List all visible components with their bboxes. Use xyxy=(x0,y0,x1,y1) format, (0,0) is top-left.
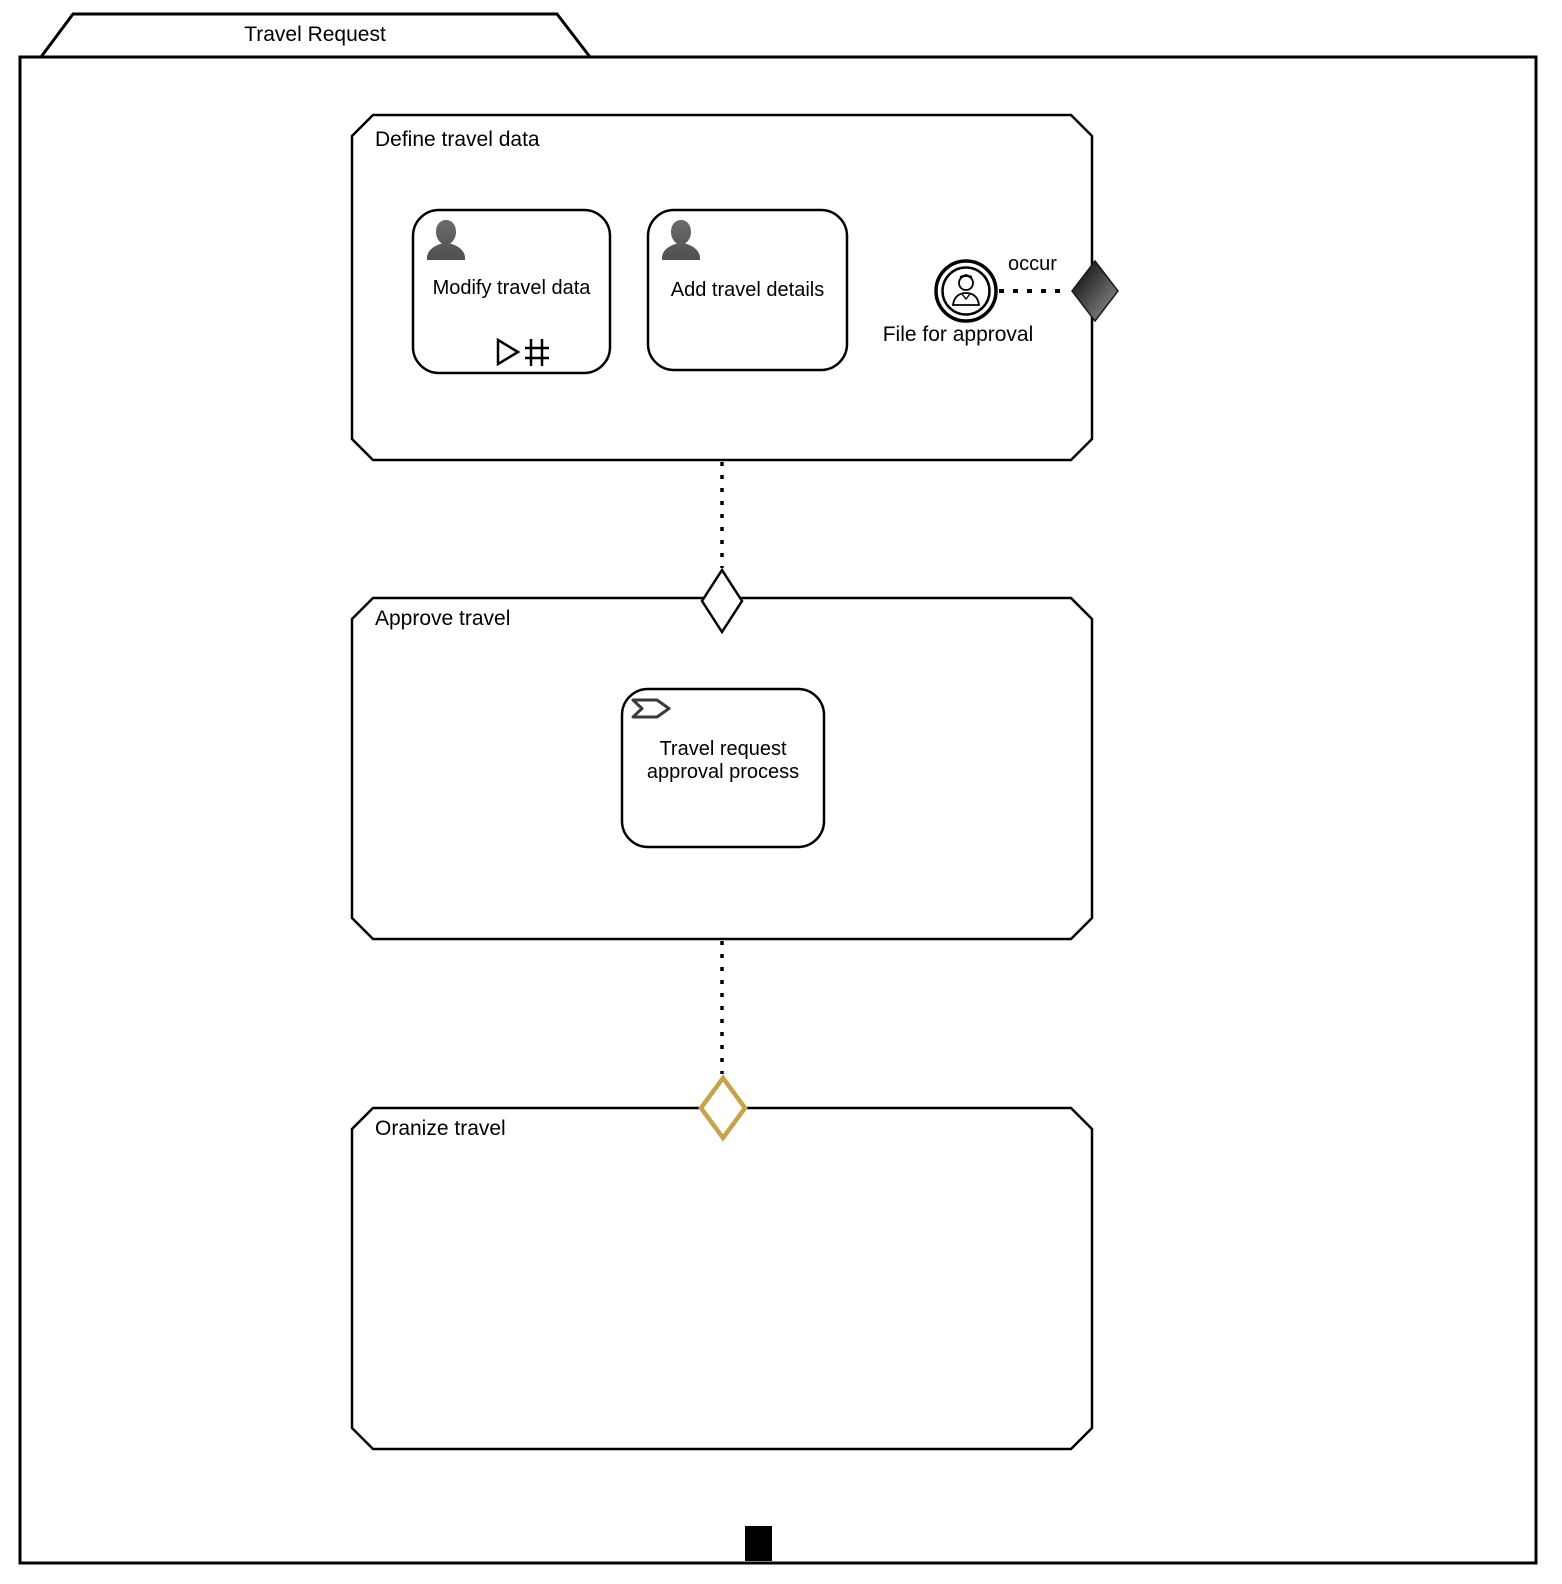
stage-label-approve-travel: Approve travel xyxy=(375,607,511,630)
task-add-travel-details[interactable] xyxy=(646,208,849,372)
entry-criterion-approve-travel[interactable] xyxy=(700,567,744,635)
repetition-hash-icon xyxy=(525,339,549,366)
user-icon xyxy=(662,220,700,260)
manual-activation-triangle-icon xyxy=(496,337,521,367)
user-icon xyxy=(427,220,465,260)
case-title: Travel Request xyxy=(244,23,386,46)
stage-oranize-travel[interactable] xyxy=(350,1106,1094,1451)
event-label-file-for-approval: File for approval xyxy=(882,323,1034,346)
task-label-travel-request-approval-process: Travel request approval process xyxy=(646,738,800,783)
task-travel-request-approval-process[interactable] xyxy=(620,687,826,849)
task-label-add-travel-details: Add travel details xyxy=(670,279,825,301)
process-chevron-icon xyxy=(631,698,671,719)
task-label-modify-travel-data: Modify travel data xyxy=(432,277,591,299)
black-square-marker[interactable] xyxy=(745,1526,772,1561)
user-event-listener[interactable] xyxy=(934,259,998,323)
exit-criterion-diamond[interactable] xyxy=(1071,259,1119,323)
stage-label-define-travel-data: Define travel data xyxy=(375,128,540,151)
entry-criterion-oranize-travel[interactable] xyxy=(698,1074,748,1142)
stage-label-oranize-travel: Oranize travel xyxy=(375,1117,506,1140)
person-event-icon xyxy=(951,274,981,306)
connector-label-occur: occur xyxy=(1008,253,1057,275)
